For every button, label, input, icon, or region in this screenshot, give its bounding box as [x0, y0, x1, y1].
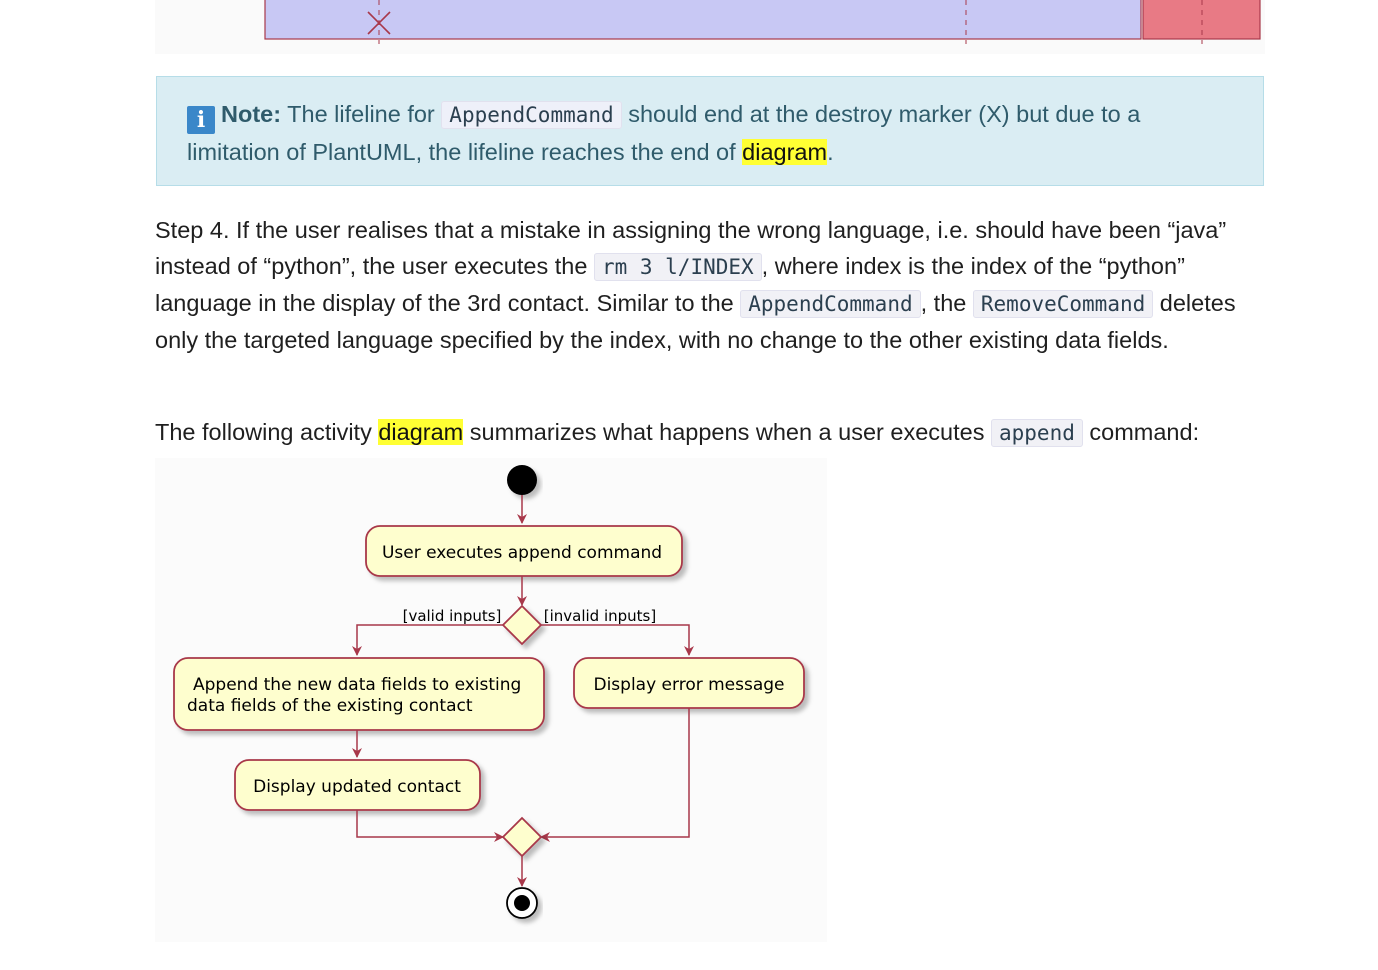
- flow-arrow: [352, 624, 503, 656]
- paragraph-text: deletes only the targeted language speci…: [155, 290, 1236, 353]
- action-label: Append the new data fields to existing: [193, 675, 521, 695]
- paragraph-text: , where index is the index of the “pytho…: [155, 253, 1185, 316]
- decision-node: [501, 604, 543, 646]
- end-node-inner: [514, 895, 530, 911]
- start-node: [507, 465, 537, 495]
- paragraph-text: , the: [920, 290, 967, 316]
- activity-intro-paragraph: The following activity diagram summarize…: [155, 414, 1270, 451]
- action-label: data fields of the existing contact: [187, 696, 473, 716]
- note-text: should end at the destroy marker (X) but…: [187, 101, 1141, 165]
- inline-code: AppendCommand: [441, 101, 622, 129]
- guard-label-valid: [valid inputs]: [403, 607, 502, 625]
- sequence-diagram-fragment: [155, 0, 1265, 54]
- paragraph-text: command:: [1089, 419, 1200, 445]
- action-label: Display error message: [593, 675, 784, 695]
- paragraph-text: summarizes what happens when a user exec…: [469, 419, 985, 445]
- flow-arrow: [540, 708, 690, 842]
- note-text: The lifeline for: [287, 101, 435, 127]
- inline-code: AppendCommand: [740, 290, 921, 318]
- note-label: Note:: [221, 101, 282, 127]
- activity-diagram: User executes append command [valid inpu…: [155, 458, 827, 942]
- destroy-marker: [367, 11, 391, 35]
- action-user-executes-append: [365, 525, 683, 577]
- inline-code: append: [991, 419, 1083, 447]
- action-label: Display updated contact: [253, 777, 461, 797]
- paragraph-text: The following activity: [155, 419, 372, 445]
- flow-arrow: [356, 810, 504, 842]
- step-4-paragraph: Step 4. If the user realises that a mist…: [155, 212, 1270, 358]
- info-icon: i: [187, 106, 215, 134]
- inline-code: rm 3 l/INDEX: [593, 253, 762, 281]
- merge-node: [501, 816, 543, 858]
- activation-bar-append-command: [264, 0, 1142, 40]
- search-highlight: diagram: [742, 139, 828, 165]
- note-text: .: [827, 139, 834, 165]
- action-append-fields: [173, 657, 545, 731]
- inline-code: RemoveCommand: [972, 290, 1154, 318]
- action-label: User executes append command: [382, 543, 662, 563]
- paragraph-text: Step 4. If the user realises that a mist…: [155, 217, 1227, 279]
- search-highlight: diagram: [378, 419, 464, 445]
- flow-arrow: [541, 624, 694, 656]
- guard-label-invalid: [invalid inputs]: [544, 607, 656, 625]
